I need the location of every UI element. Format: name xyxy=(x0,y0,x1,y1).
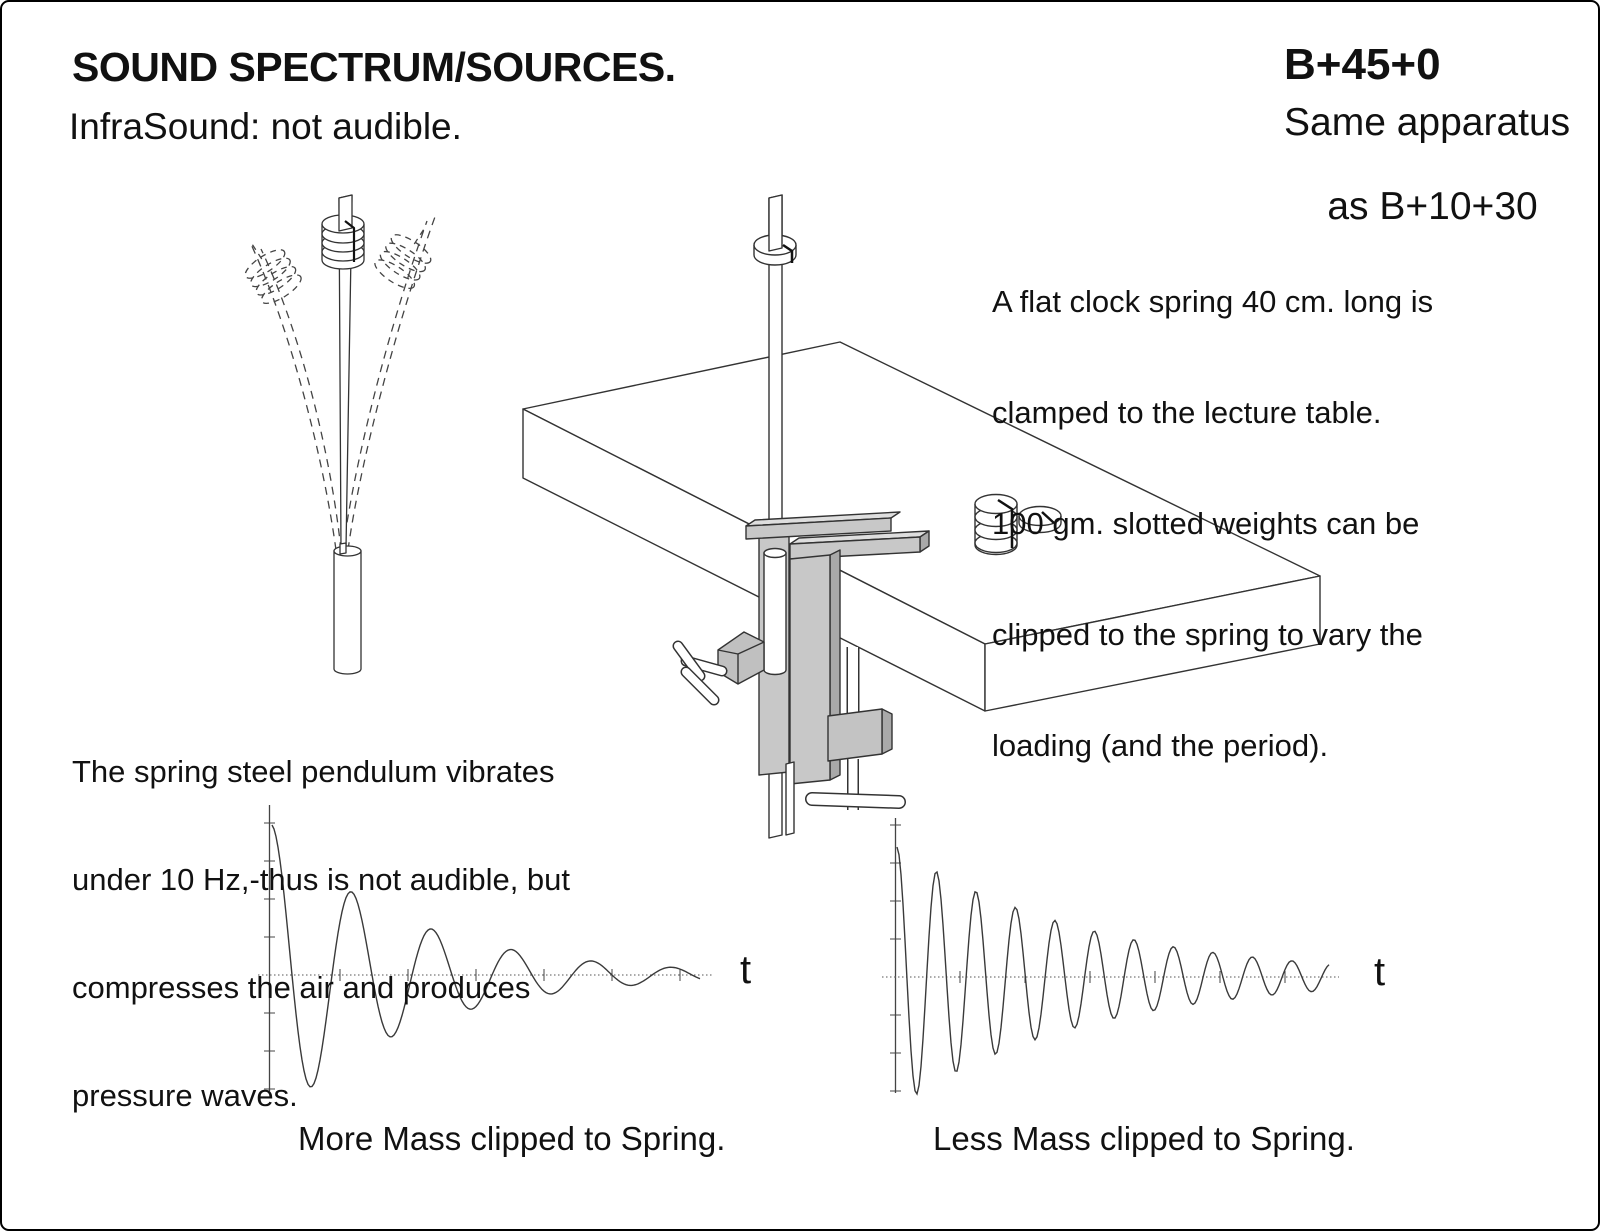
spring-blade-below-clamp xyxy=(785,761,795,836)
clamp-arm-front-face xyxy=(789,536,921,560)
demo-code-note-line1: Same apparatus xyxy=(1284,101,1571,144)
table-right-face xyxy=(984,575,1321,712)
caption-more-mass: More Mass clipped to Spring. xyxy=(298,1120,726,1157)
lecture-table-drawing xyxy=(522,341,1321,712)
apparatus-note-line: A flat clock spring 40 cm. long is xyxy=(992,284,1434,319)
clamp-foot-right-face xyxy=(881,708,893,755)
pendulum-note-line: The spring steel pendulum vibrates xyxy=(72,754,555,789)
spring-blade-above-disc xyxy=(768,194,783,252)
dashed-weight-stack-right xyxy=(374,228,432,290)
y-axis-ticks xyxy=(264,822,275,1090)
pendulum-note-line: pressure waves. xyxy=(72,1078,298,1113)
t-axis-label-left: t xyxy=(740,948,752,992)
single-weight-slot xyxy=(1041,511,1055,524)
clamp-top-bar-front-face xyxy=(745,517,892,540)
graph-less-mass xyxy=(882,818,1339,1096)
apparatus-note-line: 100 gm. slotted weights can be xyxy=(992,506,1420,541)
t-axis-label-right: t xyxy=(1374,950,1386,994)
clamp-foot-front-face xyxy=(827,708,883,762)
demo-code-note-line2: as B+10+30 xyxy=(1327,185,1538,228)
single-weight-side xyxy=(1018,516,1062,534)
clamp-holder-rod-top xyxy=(763,547,787,559)
weight-disc xyxy=(974,493,1018,515)
clamp-lower-jaw xyxy=(805,647,906,810)
damped-wave-less-mass xyxy=(896,846,1330,1096)
apparatus-note-line: clipped to the spring to vary the xyxy=(992,617,1423,652)
clamp-screw-block xyxy=(717,631,765,685)
weight-slot xyxy=(997,498,1014,548)
clamp-leg-front-face xyxy=(789,554,831,785)
clamp-left-screw xyxy=(672,640,728,706)
pendulum-note: The spring steel pendulum vibrates under… xyxy=(72,682,570,1186)
pendulum-drawing xyxy=(244,194,437,675)
apparatus-note-line: loading (and the period). xyxy=(992,728,1329,763)
slotted-weights-on-table xyxy=(974,493,1062,556)
pendulum-note-line: compresses the air and produces xyxy=(72,970,531,1005)
pendulum-blade-stub xyxy=(339,542,347,555)
demo-code-note: Same apparatus as B+10+30 xyxy=(1284,102,1570,228)
pendulum-weight-slot xyxy=(344,220,356,262)
spring-disc-slot xyxy=(782,243,794,263)
pendulum-base-top xyxy=(333,545,362,557)
table-clamp-drawing xyxy=(672,511,930,836)
graph-more-mass xyxy=(258,805,712,1091)
page-title: SOUND SPECTRUM/SOURCES. xyxy=(72,44,676,90)
caption-less-mass: Less Mass clipped to Spring. xyxy=(933,1120,1355,1157)
pendulum-blade-above-stack xyxy=(338,194,353,232)
clamp-holder-rod xyxy=(763,552,787,676)
demo-code: B+45+0 xyxy=(1284,40,1441,89)
y-axis-ticks xyxy=(890,824,901,1092)
page-subtitle: InfraSound: not audible. xyxy=(69,106,462,147)
dashed-weight-stack-left xyxy=(244,243,302,305)
apparatus-note-line: clamped to the lecture table. xyxy=(992,395,1382,430)
pendulum-note-line: under 10 Hz,-thus is not audible, but xyxy=(72,862,571,897)
damped-wave-more-mass xyxy=(271,824,701,1088)
apparatus-note: A flat clock spring 40 cm. long is clamp… xyxy=(992,209,1433,838)
pendulum-base-cylinder xyxy=(333,550,362,675)
